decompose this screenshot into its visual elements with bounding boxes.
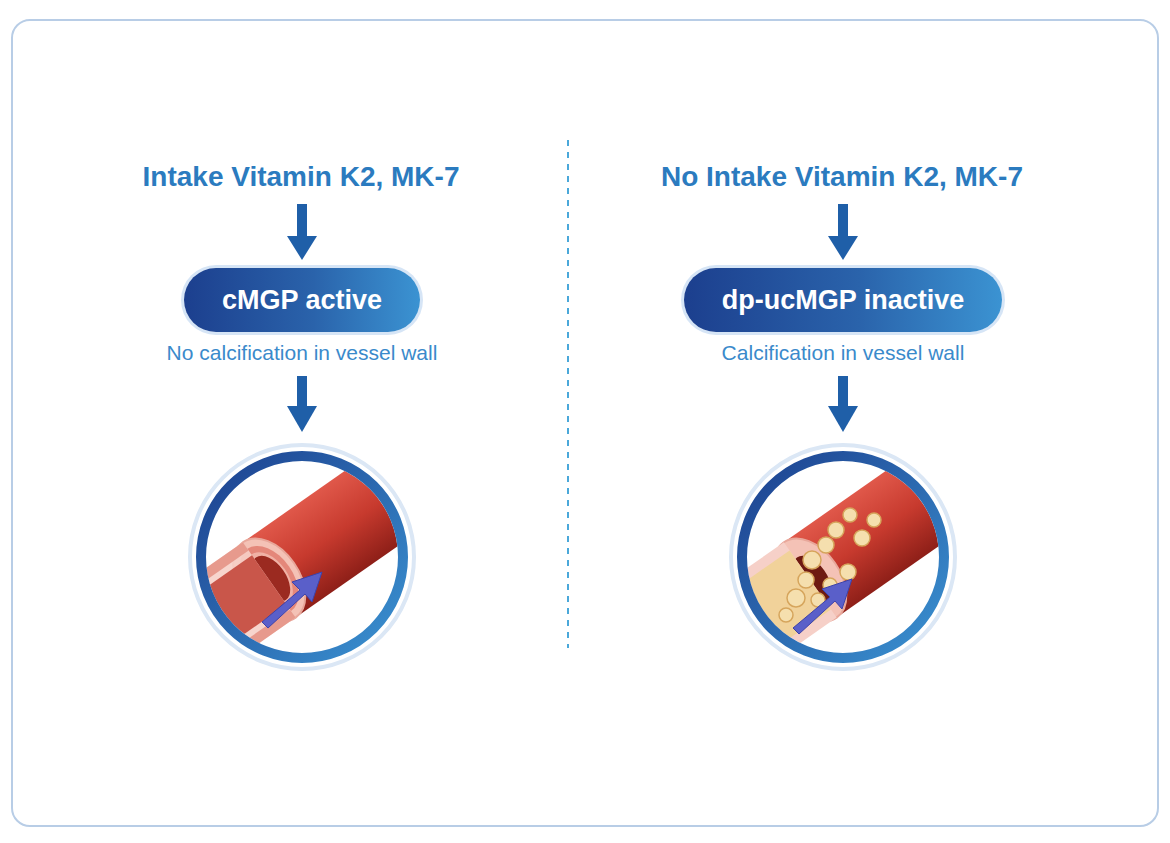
input-heading: Intake Vitamin K2, MK-7: [139, 158, 466, 196]
pill-label: cMGP active: [222, 284, 382, 316]
flow-arrow: [793, 579, 852, 634]
calcium-deposit: [828, 522, 844, 538]
arrow-shaft: [297, 376, 307, 408]
input-heading: No Intake Vitamin K2, MK-7: [657, 158, 1030, 196]
down-arrow: [828, 376, 858, 432]
calcium-deposit: [854, 530, 870, 546]
effect-note: No calcification in vessel wall: [167, 340, 438, 366]
heading-text: Intake Vitamin K2, MK-7: [139, 158, 466, 196]
outer-frame: [12, 20, 1158, 826]
healthy-artery: [186, 445, 435, 658]
pill-label: dp-ucMGP inactive: [722, 284, 965, 316]
calcium-deposit: [840, 564, 856, 580]
arrow-head: [287, 406, 317, 432]
flow-arrow: [297, 204, 307, 236]
heading-text: No Intake Vitamin K2, MK-7: [657, 158, 1030, 196]
calcified-artery: [727, 445, 976, 658]
calcium-deposit: [818, 537, 834, 553]
frame-ring: [742, 456, 944, 658]
calcium-deposit: [803, 551, 821, 569]
status-pill: dp-ucMGP inactiveCalcification in vessel…: [684, 268, 1003, 332]
calcium-deposit: [843, 508, 857, 522]
frame-ring: [201, 456, 403, 658]
down-arrow: [287, 376, 317, 432]
flow-arrow: [838, 204, 848, 236]
effect-note: Calcification in vessel wall: [722, 340, 965, 366]
status-pill: cMGP activeNo calcification in vessel wa…: [184, 268, 420, 332]
arrow-shaft: [838, 376, 848, 408]
calcium-deposit: [787, 589, 805, 607]
calcium-deposit: [779, 608, 793, 622]
calcium-deposit: [867, 513, 881, 527]
flow-arrow: [262, 572, 322, 628]
calcium-deposit: [798, 572, 814, 588]
divider-line: [567, 140, 569, 648]
arrow-head: [828, 406, 858, 432]
